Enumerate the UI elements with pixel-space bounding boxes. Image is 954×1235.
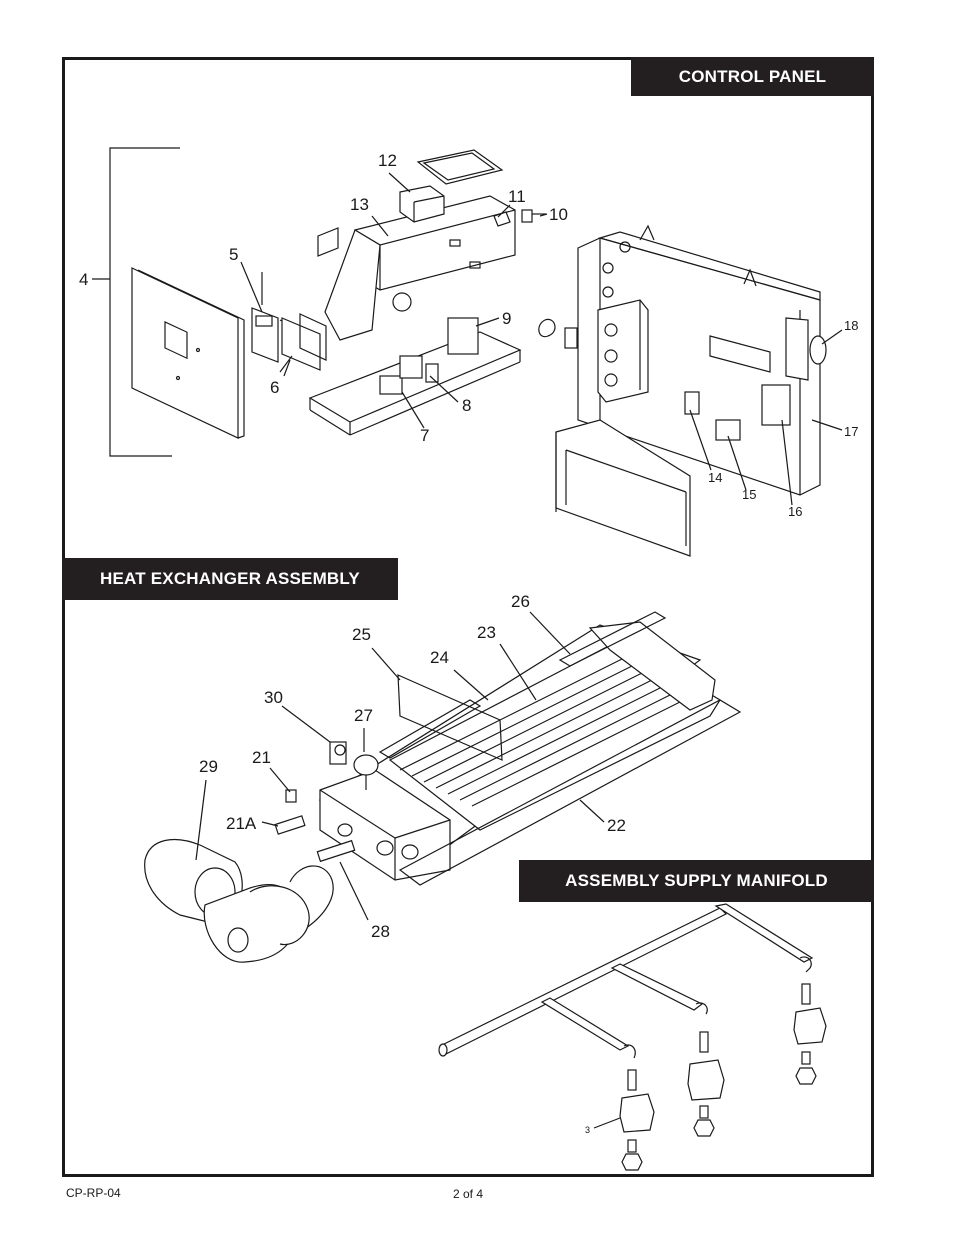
callout-30: 30 (264, 688, 283, 707)
control-panel-header: CONTROL PANEL (631, 57, 874, 96)
control-cabinet (577, 224, 827, 496)
gauge-27 (353, 754, 379, 790)
document-code: CP-RP-04 (66, 1186, 121, 1200)
display-board (251, 272, 301, 363)
callout-4: 4 (79, 270, 89, 289)
cover-plate-top (416, 149, 504, 185)
callout-11: 11 (508, 187, 526, 206)
callout-13: 13 (350, 195, 369, 214)
callout-23: 23 (477, 623, 496, 642)
callout-3: 3 (585, 1125, 591, 1135)
callout-17: 17 (844, 424, 859, 439)
page-number: 2 of 4 (453, 1187, 484, 1201)
callout-8: 8 (462, 396, 472, 415)
screw-10 (521, 209, 546, 223)
callout-15: 15 (742, 487, 757, 502)
callout-24: 24 (430, 648, 449, 667)
callout-25: 25 (352, 625, 371, 644)
base-plate (308, 317, 522, 436)
callout-21: 21 (252, 748, 271, 767)
pc-board-6 (281, 313, 327, 377)
callout-22: 22 (607, 816, 626, 835)
callout-29: 29 (199, 757, 218, 776)
callout-14: 14 (708, 470, 723, 485)
nipple-21a (274, 815, 306, 835)
supply-manifold (438, 903, 827, 1171)
callout-28: 28 (371, 922, 390, 941)
page-frame (62, 57, 874, 1177)
cable-tie (538, 318, 578, 349)
callout-16: 16 (788, 504, 803, 519)
heat-exchanger-header: HEAT EXCHANGER ASSEMBLY (62, 558, 398, 600)
fitting-21 (285, 789, 297, 803)
callout-10: 10 (549, 205, 568, 224)
callout-21a: 21A (226, 814, 257, 833)
front-cover-panel (131, 267, 245, 439)
callout-9: 9 (502, 309, 512, 328)
module-12 (399, 185, 445, 223)
callout-18: 18 (844, 318, 859, 333)
bracket-4 (92, 147, 180, 457)
nipple-28 (316, 839, 356, 863)
leaders-he (195, 611, 605, 921)
relief-valve-30 (329, 741, 347, 765)
heat-exchanger (318, 611, 742, 886)
callout-26: 26 (511, 592, 530, 611)
callout-7: 7 (420, 426, 430, 445)
callout-5: 5 (229, 245, 239, 264)
leaders-cp (240, 172, 843, 506)
lower-cover (555, 419, 691, 557)
callout-6: 6 (270, 378, 280, 397)
callout-27: 27 (354, 706, 373, 725)
callout-12: 12 (378, 151, 397, 170)
supply-manifold-header: ASSEMBLY SUPPLY MANIFOLD (519, 860, 874, 902)
mounting-bracket-13 (317, 195, 516, 341)
pump-29 (144, 838, 334, 963)
